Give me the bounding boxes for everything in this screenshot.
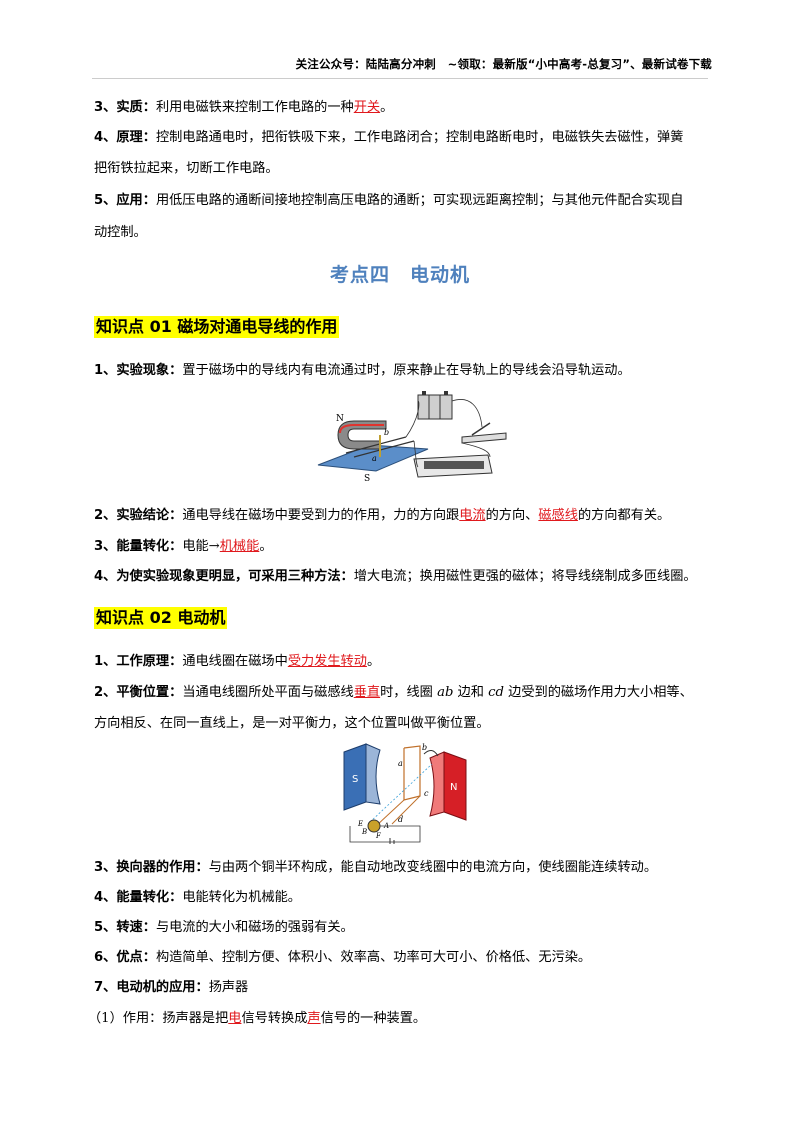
kp1-item-methods: 4、为使实验现象更明显，可采用三种方法：增大电流；换用磁性更强的磁体；将导线绕制… <box>94 569 697 584</box>
fig2-label-f: F <box>375 832 382 840</box>
kp2-item-equilibrium-cont: 方向相反、在同一直线上，是一对平衡力，这个位置叫做平衡位置。 <box>94 716 490 731</box>
knowledge-point-01-title: 知识点 01 磁场对通电导线的作用 <box>94 316 340 338</box>
kp2-item-application: 7、电动机的应用：扬声器 <box>94 980 249 995</box>
header-divider <box>92 78 708 79</box>
fig2-label-d: d <box>398 815 403 824</box>
fig2-label-n: N <box>450 782 457 793</box>
kp2-item-equilibrium: 2、平衡位置：当通电线圈所处平面与磁感线垂直时，线圈 ab 边和 cd 边受到的… <box>94 685 693 700</box>
fig1-label-n: N <box>336 414 344 424</box>
item-application-cont: 动控制。 <box>94 225 147 240</box>
kp2-item-speed: 5、转速：与电流的大小和磁场的强弱有关。 <box>94 920 354 935</box>
fig2-label-b: b <box>422 743 427 752</box>
fig1-label-s: S <box>364 474 370 484</box>
kp2-item-advantages: 6、优点：构造简单、控制方便、体积小、效率高、功率可大可小、价格低、无污染。 <box>94 950 592 965</box>
kp2-item-commutator: 3、换向器的作用：与由两个铜半环构成，能自动地改变线圈中的电流方向，使线圈能连续… <box>94 860 658 875</box>
page-header: 关注公众号：陆陆高分冲刺 ~领取：最新版“小中高考-总复习”、最新试卷下载 <box>295 57 712 71</box>
item-application: 5、应用：用低压电路的通断间接地控制高压电路的通断；可实现远距离控制；与其他元件… <box>94 193 684 208</box>
section-title: 考点四 电动机 <box>329 264 470 286</box>
fig2-label-a: a <box>398 759 403 768</box>
fig1-label-b: b <box>384 428 389 437</box>
knowledge-point-02-title: 知识点 02 电动机 <box>94 607 228 629</box>
item-principle: 4、原理：控制电路通电时，把衔铁吸下来，工作电路闭合；控制电路断电时，电磁铁失去… <box>94 130 684 145</box>
fig2-label-c: c <box>424 789 429 798</box>
fig2-label-e: E <box>357 820 363 828</box>
fig2-label-bb: B <box>361 828 367 836</box>
motor-figure: S N a b c d E F A B <box>343 743 467 844</box>
kp1-item-phenomenon: 1、实验现象：置于磁场中的导线内有电流通过时，原来静止在导轨上的导线会沿导轨运动… <box>94 363 631 378</box>
kp2-item-energy: 4、能量转化：电能转化为机械能。 <box>94 890 301 905</box>
item-essence: 3、实质：利用电磁铁来控制工作电路的一种开关。 <box>94 100 394 115</box>
kp1-item-conclusion: 2、实验结论：通电导线在磁场中要受到力的作用，力的方向跟电流的方向、磁感线的方向… <box>94 508 671 523</box>
kp2-item-principle: 1、工作原理：通电线圈在磁场中受力发生转动。 <box>94 654 381 669</box>
fig1-label-a: a <box>372 454 377 463</box>
fig2-label-s: S <box>352 774 358 785</box>
item-principle-cont: 把衔铁拉起来，切断工作电路。 <box>94 161 279 176</box>
rail-experiment-figure: N S a b <box>317 391 507 484</box>
kp1-item-energy: 3、能量转化：电能→机械能。 <box>94 539 273 554</box>
kp2-sub-function: （1）作用：扬声器是把电信号转换成声信号的一种装置。 <box>88 1011 427 1026</box>
